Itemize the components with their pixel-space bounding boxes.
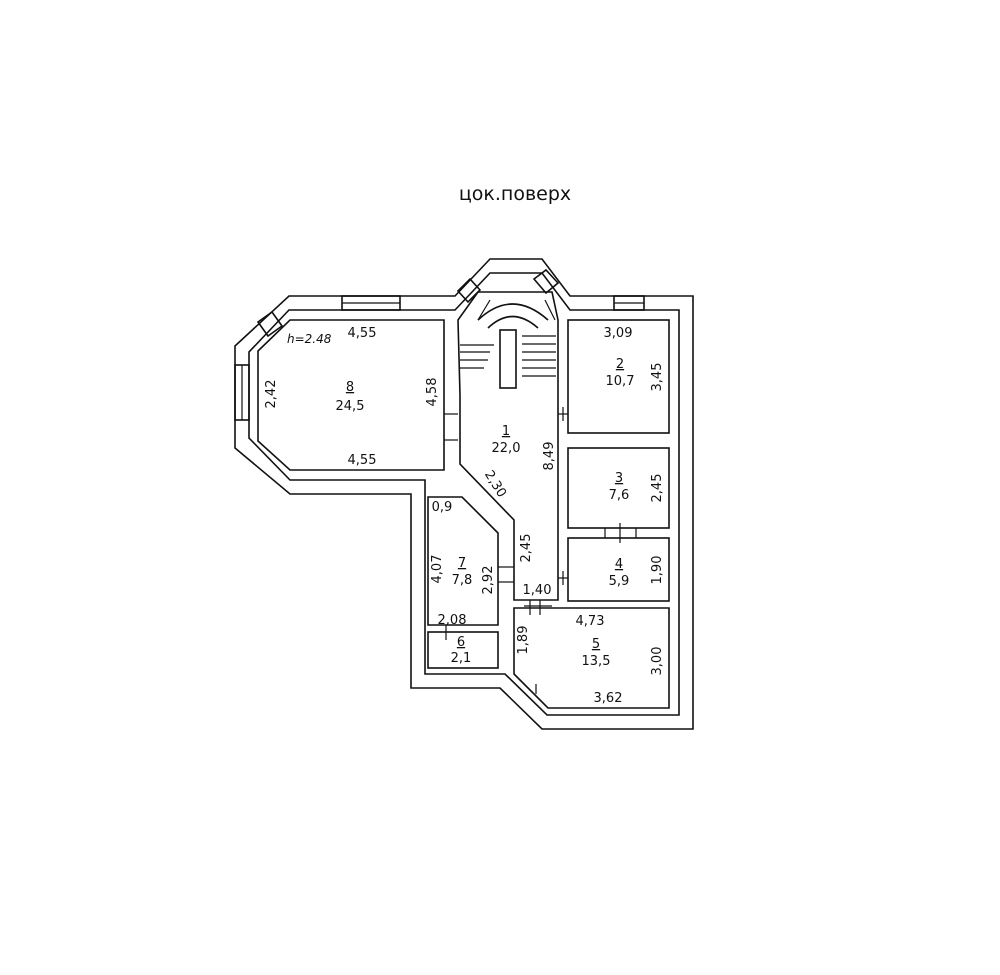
room-7: [427, 496, 514, 626]
dim-r4-right: 1,90: [650, 556, 665, 585]
room-area: 24,5: [336, 399, 365, 414]
staircase: [460, 299, 556, 389]
dim-r8-left: 2,42: [264, 380, 279, 409]
dim-r1-long: 8,49: [542, 442, 557, 471]
dim-r1-lower: 2,45: [519, 534, 534, 563]
ceiling-height-note: h=2.48: [287, 332, 332, 346]
window-room8-corner: [256, 310, 284, 338]
room-number: 2: [616, 357, 624, 372]
dim-r8-top: 4,55: [348, 326, 377, 341]
dim-r7-left: 4,07: [430, 555, 445, 584]
dim-r5-left: 1,89: [516, 626, 531, 655]
dim-r2-right: 3,45: [650, 363, 665, 392]
page-title: цок.поверх: [458, 183, 572, 205]
dim-r7-corner: 0,9: [432, 500, 453, 515]
dim-r6-top: 2,08: [438, 613, 467, 628]
window-stair-left: [456, 277, 482, 304]
room-area: 2,1: [451, 651, 472, 666]
room-area: 7,6: [609, 488, 630, 503]
room-number: 7: [458, 556, 466, 571]
dim-r3-right: 2,45: [650, 474, 665, 503]
room-2: [558, 319, 670, 434]
room-area: 22,0: [492, 441, 521, 456]
dim-r2-top: 3,09: [604, 326, 633, 341]
dim-r7-right: 2,92: [481, 566, 496, 595]
dim-r8-right: 4,58: [425, 378, 440, 407]
window-stair-right: [532, 268, 560, 295]
dim-r5-bottom: 3,62: [594, 691, 623, 706]
room-number: 3: [615, 471, 623, 486]
room-1: [457, 291, 559, 601]
dimension-labels: 4,55 4,55 2,42 4,58 2,30 8,49 2,45 1,40 …: [264, 326, 665, 706]
dim-r1-diag: 2,30: [481, 468, 509, 501]
room-4: [558, 537, 670, 602]
room-number: 6: [457, 635, 465, 650]
room-area: 5,9: [609, 574, 630, 589]
room-number: 4: [615, 557, 623, 572]
room-area: 10,7: [606, 374, 635, 389]
room-5: [513, 600, 670, 709]
dim-r8-bottom: 4,55: [348, 453, 377, 468]
outer-walls: [234, 258, 694, 730]
dim-r5-top: 4,73: [576, 614, 605, 629]
room-number: 5: [592, 637, 600, 652]
room-labels: 1 22,0 2 10,7 3 7,6 4 5,9 5 13,5 6 2,1 7…: [336, 357, 635, 669]
dim-r1-bottom: 1,40: [523, 583, 552, 598]
room-number: 8: [346, 380, 354, 395]
room-area: 7,8: [452, 573, 473, 588]
room-area: 13,5: [582, 654, 611, 669]
room-3: [567, 447, 670, 543]
room-8: [257, 319, 458, 471]
room-6: [427, 625, 499, 669]
dim-r5-right: 3,00: [650, 647, 665, 676]
windows: [234, 268, 645, 421]
room-number: 1: [502, 424, 510, 439]
